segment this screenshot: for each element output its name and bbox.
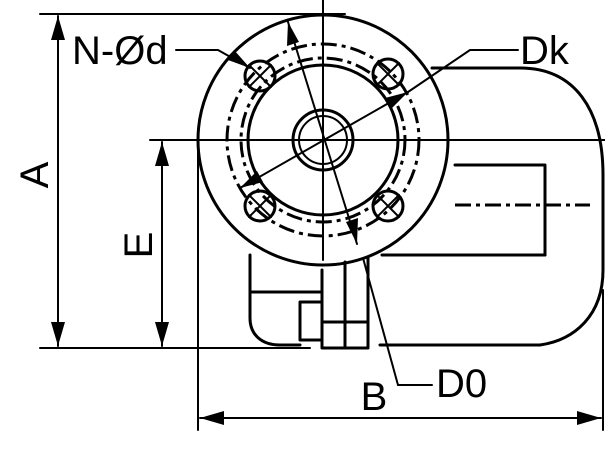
dimension-dk: Dk <box>239 29 570 189</box>
bolt-hole <box>371 57 405 91</box>
bolt-hole <box>371 189 405 223</box>
dimension-b: B <box>199 375 602 425</box>
dimension-e: E <box>117 141 169 347</box>
bolt-hole <box>243 59 277 93</box>
label-n-od: N-Ød <box>72 29 168 73</box>
bottom-nut <box>298 256 370 350</box>
bolt-holes <box>243 57 405 223</box>
label-b: B <box>361 375 388 419</box>
valve-body <box>248 66 605 347</box>
dimension-n-od: N-Ød <box>72 29 251 73</box>
centerlines <box>149 0 605 261</box>
label-d0: D0 <box>436 362 487 406</box>
label-dk: Dk <box>520 29 570 73</box>
bolt-hole <box>243 189 277 223</box>
dimension-d0: D0 <box>287 21 487 406</box>
extension-lines <box>39 13 604 431</box>
label-e: E <box>117 232 161 259</box>
dimension-a: A <box>13 15 65 347</box>
label-a: A <box>13 161 57 188</box>
